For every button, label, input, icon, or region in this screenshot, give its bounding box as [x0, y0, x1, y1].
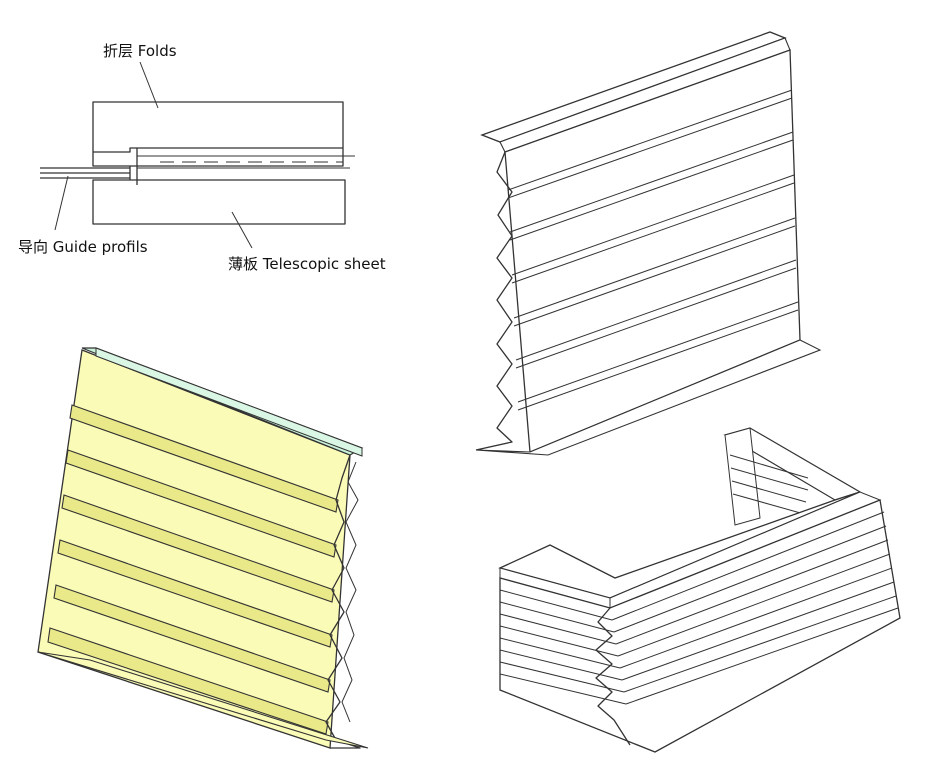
telescopic-sheet-label: 薄板 Telescopic sheet: [228, 255, 386, 273]
folds-label: 折层 Folds: [103, 42, 177, 60]
guide-profiles-label: 导向 Guide profils: [18, 238, 148, 256]
cross-section-schematic: [40, 61, 355, 249]
yellow-bellows-illustration: [37, 347, 369, 749]
u-shaped-bellows-illustration: [498, 427, 901, 753]
outline-bellows-illustration: [475, 31, 822, 456]
